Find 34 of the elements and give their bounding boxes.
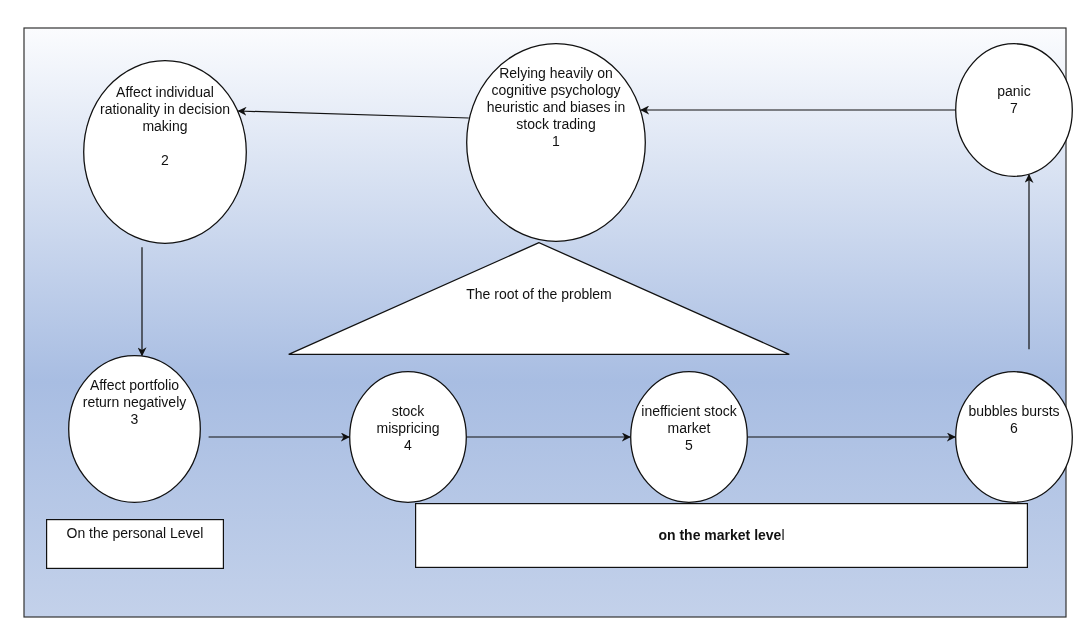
box-label: on the market level — [658, 527, 785, 544]
ellipse-node — [955, 371, 1073, 503]
box-label: On the personal Level — [66, 525, 204, 542]
arrow — [137, 246, 147, 357]
arrow — [237, 106, 470, 119]
step-number: 7 — [1010, 100, 1018, 117]
step-number: 5 — [685, 437, 693, 454]
arrow — [466, 432, 631, 442]
ellipse-node — [349, 371, 467, 503]
node-label: Affect individual rationality in decision making — [99, 84, 231, 135]
arrow — [208, 432, 350, 442]
ellipse-node — [83, 60, 247, 244]
ellipse-node — [630, 371, 748, 503]
node-label: bubbles bursts — [968, 403, 1060, 420]
node-label: inefficient stock market — [640, 403, 738, 437]
arrow — [747, 432, 956, 442]
step-number: 6 — [1010, 420, 1018, 437]
step-number: 3 — [130, 411, 139, 428]
text-box — [46, 519, 224, 569]
arrow — [640, 105, 956, 115]
step-number: 1 — [552, 133, 560, 150]
ellipse-node — [955, 43, 1073, 177]
node-label: Affect portfolio return negatively — [81, 377, 188, 411]
node-label: panic — [997, 83, 1031, 100]
node-label: stock mispricing — [375, 403, 441, 437]
triangle-node — [288, 242, 790, 355]
step-number: 4 — [404, 437, 412, 454]
arrow — [1024, 173, 1034, 350]
ellipse-node — [466, 43, 646, 242]
ellipse-node — [68, 355, 201, 503]
text-box — [415, 503, 1028, 568]
node-label: Relying heavily on cognitive psychology heuristic and biases in stock trading — [485, 65, 627, 133]
box-label: The root of the problem — [466, 286, 612, 303]
step-number: 2 — [161, 152, 169, 169]
